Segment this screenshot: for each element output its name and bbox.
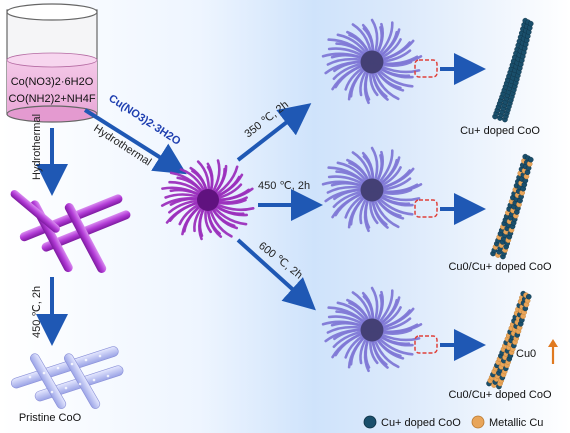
calcined-flower-350 bbox=[321, 18, 423, 105]
cu-doped-particle bbox=[525, 293, 532, 300]
product-label-600: Cu0/Cu+ doped CoO bbox=[448, 389, 551, 401]
product-label-350: Cu+ doped CoO bbox=[460, 125, 540, 137]
product-label-450: Cu0/Cu+ doped CoO bbox=[448, 261, 551, 273]
nanowire-cu-plus bbox=[492, 17, 534, 123]
nanowire-cu0-cu-plus-600 bbox=[486, 290, 532, 390]
arrow-350 bbox=[236, 103, 312, 162]
pristine-coo-rods bbox=[10, 346, 124, 409]
zoom-marker-350 bbox=[414, 59, 438, 78]
cu0-increase-arrowhead bbox=[548, 339, 558, 347]
legend-label-metallic-cu: Metallic Cu bbox=[489, 417, 543, 429]
legend-label-cu-doped: Cu+ doped CoO bbox=[381, 417, 461, 429]
calcined-flower-600 bbox=[321, 286, 423, 373]
condition-label-350: 350 ℃, 2h bbox=[242, 99, 290, 141]
nanowire-cu0-cu-plus-450 bbox=[490, 153, 534, 260]
cu-doped-particle bbox=[527, 156, 534, 163]
beaker-precursor-2: CO(NH2)2+NH4F bbox=[8, 93, 95, 105]
flower-core bbox=[197, 189, 219, 211]
hydrothermal-label-left: Hydrothermal bbox=[31, 114, 43, 180]
legend: Cu+ doped CoO Metallic Cu bbox=[363, 415, 543, 429]
zoom-marker-600 bbox=[414, 335, 438, 354]
calcined-flower-450 bbox=[321, 146, 423, 233]
beaker-precursor-1: Co(NO3)2·6H2O bbox=[11, 76, 94, 88]
beaker: Co(NO3)2·6H2O CO(NH2)2+NH4F bbox=[6, 3, 98, 123]
flower-core bbox=[360, 50, 384, 74]
condition-label-450: 450 ℃, 2h bbox=[258, 180, 310, 192]
cu0-marker-label: Cu0 bbox=[516, 348, 536, 360]
legend-swatch-cu-doped bbox=[363, 415, 377, 429]
pristine-coo-label: Pristine CoO bbox=[19, 412, 82, 424]
condition-label-left: 450 ℃, 2h bbox=[31, 286, 43, 338]
flower-core bbox=[360, 318, 384, 342]
legend-swatch-metallic-cu bbox=[471, 415, 485, 429]
hydrothermal-flower bbox=[160, 159, 255, 241]
cu-doped-particle bbox=[527, 20, 534, 27]
arrow-beaker-to-flower bbox=[83, 108, 187, 175]
precursor-nanorods bbox=[10, 190, 131, 273]
arrow-600 bbox=[236, 238, 316, 311]
flower-core bbox=[360, 178, 384, 202]
zoom-marker-450 bbox=[414, 199, 438, 218]
